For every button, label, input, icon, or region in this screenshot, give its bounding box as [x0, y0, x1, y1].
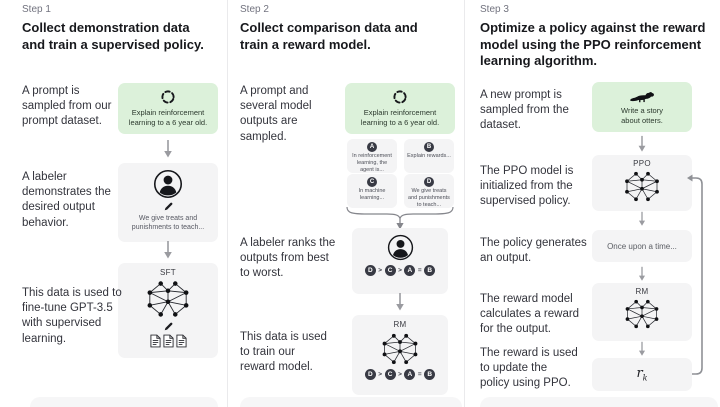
step2-rm-box: RM D > C > A = B: [352, 315, 448, 395]
step1-prompt-box: Explain reinforcement learning to a 6 ye…: [118, 83, 218, 134]
step1-title: Collect demonstration data and train a s…: [22, 20, 204, 52]
pencil-icon: [163, 321, 174, 332]
step1-labeler-text: A labeler demonstrates the desired outpu…: [22, 171, 111, 229]
step3-reward-value-box: rk: [592, 358, 692, 391]
rank-separator: =: [417, 267, 422, 274]
step3-title: Optimize a policy against the reward mod…: [480, 20, 706, 69]
letter-badge: D: [424, 177, 434, 187]
network-icon: [145, 279, 191, 319]
letter-badge: C: [367, 177, 377, 187]
rank-badge: A: [404, 265, 416, 276]
rm-label: RM: [635, 287, 649, 296]
step3-reward-text: The reward model calculates a reward for…: [480, 293, 580, 336]
column-divider: [464, 0, 465, 407]
down-arrow-icon: [395, 292, 405, 312]
down-arrow-icon: [637, 266, 647, 282]
reward-symbol: rk: [636, 366, 647, 383]
rank-separator: >: [378, 267, 383, 274]
output-card-text: We give treats and punishments to teach.…: [408, 188, 450, 208]
step2-prompt-box: Explain reinforcement learning to a 6 ye…: [345, 83, 455, 134]
step1-prompt-text: A prompt is sampled from our prompt data…: [22, 85, 112, 128]
rank-badge: C: [384, 369, 396, 380]
step1-labeler-box-text: We give treats and punishments to teach.…: [131, 215, 205, 232]
next-row-card-partial: [480, 397, 718, 407]
rank-separator: =: [417, 371, 422, 378]
step3-output-box-text: Once upon a time...: [607, 241, 677, 251]
step2-prompt-text: A prompt and several model outputs are s…: [240, 85, 312, 143]
rank-badge: D: [364, 369, 376, 380]
cycle-icon: [392, 89, 408, 105]
loop-arrow-icon: [687, 174, 703, 375]
output-card-c: C In machine learning...: [347, 174, 397, 208]
step1-finetune-text: This data is used to fine-tune GPT-3.5 w…: [22, 287, 122, 345]
output-card-text: In machine learning...: [358, 188, 386, 201]
rank-badge: B: [424, 265, 436, 276]
rank-badge: C: [384, 265, 396, 276]
step2-title: Collect comparison data and train a rewa…: [240, 20, 418, 52]
column-divider: [227, 0, 228, 407]
network-icon: [622, 170, 662, 203]
rank-badge: A: [404, 369, 416, 380]
step1-prompt-box-text: Explain reinforcement learning to a 6 ye…: [128, 108, 208, 127]
down-arrow-icon: [637, 341, 647, 357]
labeler-icon: [153, 169, 183, 199]
reward-r: r: [636, 366, 643, 382]
step3-output-text: The policy generates an output.: [480, 237, 587, 265]
brace-icon: [346, 206, 454, 230]
down-arrow-icon: [163, 240, 173, 260]
rank-badge: B: [424, 369, 436, 380]
step2-rank-text: A labeler ranks the outputs from best to…: [240, 237, 336, 280]
reward-subscript: k: [642, 373, 648, 383]
step3-output-box: Once upon a time...: [592, 230, 692, 262]
step3-ppo-text: The PPO model is initialized from the su…: [480, 165, 574, 208]
step2-label: Step 2: [240, 4, 269, 15]
output-card-b: B Explain rewards...: [404, 139, 454, 173]
step1-sft-box: SFT: [118, 263, 218, 358]
doc-icon: [150, 334, 161, 348]
step3-rm-box: RM: [592, 283, 692, 341]
ppo-label: PPO: [633, 159, 651, 168]
output-card-d: D We give treats and punishments to teac…: [404, 174, 454, 208]
next-row-card-partial: [240, 397, 462, 407]
step2-train-text: This data is used to train our reward mo…: [240, 331, 327, 374]
output-card-a: A In reinforcement learning, the agent i…: [347, 139, 397, 173]
down-arrow-icon: [637, 211, 647, 227]
documents-icons: [150, 334, 187, 348]
step3-prompt-text: A new prompt is sampled from the dataset…: [480, 89, 569, 132]
step2-prompt-box-text: Explain reinforcement learning to a 6 ye…: [360, 108, 440, 127]
step3-prompt-box-text: Write a story about otters.: [621, 105, 663, 125]
output-card-text: In reinforcement learning, the agent is.…: [352, 153, 392, 173]
sft-label: SFT: [159, 268, 176, 277]
output-card-text: Explain rewards...: [407, 153, 451, 159]
step3-update-text: The reward is used to update the policy …: [480, 347, 578, 390]
letter-badge: A: [367, 142, 377, 152]
ranking-row: D > C > A = B: [364, 265, 436, 276]
cycle-icon: [160, 89, 176, 105]
letter-badge: B: [424, 142, 434, 152]
network-icon: [623, 298, 661, 330]
rm-label: RM: [393, 320, 407, 329]
rank-badge: D: [364, 265, 376, 276]
rank-separator: >: [378, 371, 383, 378]
down-arrow-icon: [637, 135, 647, 153]
labeler-icon: [387, 234, 414, 261]
step3-ppo-box: PPO: [592, 155, 692, 211]
step1-labeler-box: We give treats and punishments to teach.…: [118, 163, 218, 242]
step3-label: Step 3: [480, 4, 509, 15]
otter-icon: [629, 89, 655, 103]
ranking-row: D > C > A = B: [364, 369, 436, 380]
step1-label: Step 1: [22, 4, 51, 15]
step2-labeler-box: D > C > A = B: [352, 228, 448, 294]
doc-icon: [176, 334, 187, 348]
network-icon: [380, 332, 420, 366]
doc-icon: [163, 334, 174, 348]
rank-separator: >: [398, 267, 402, 274]
down-arrow-icon: [163, 139, 173, 159]
rank-separator: >: [398, 371, 402, 378]
step3-prompt-box: Write a story about otters.: [592, 82, 692, 132]
next-row-card-partial: [30, 397, 218, 407]
pencil-icon: [163, 201, 174, 212]
